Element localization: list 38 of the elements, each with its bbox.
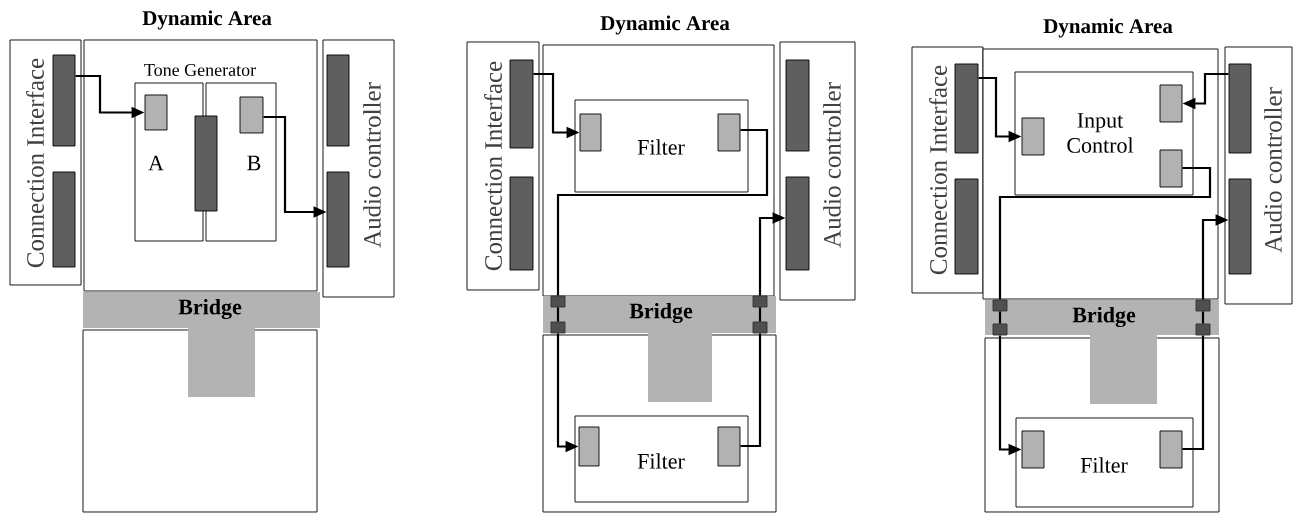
bridge-band: Bridge — [83, 292, 320, 328]
connector-bar — [52, 171, 76, 268]
port-box — [1021, 117, 1045, 156]
port-box — [717, 113, 741, 152]
connector-bar — [326, 54, 350, 147]
port-box — [578, 426, 600, 467]
port-box — [717, 426, 741, 467]
connector-bar — [194, 115, 218, 212]
connector-bar — [52, 54, 76, 147]
port-box — [1159, 149, 1183, 188]
connector-bar — [509, 176, 534, 271]
bridge-connector — [992, 299, 1008, 312]
connector-bar — [509, 59, 534, 149]
bridge-connector — [550, 321, 566, 334]
bridge-connector — [550, 295, 566, 308]
group-label: Tone Generator — [144, 63, 256, 77]
module-box — [82, 329, 318, 513]
port-box — [144, 94, 168, 131]
connector-bar — [785, 176, 810, 271]
bridge-connector — [752, 321, 768, 334]
connector-bar — [954, 178, 979, 275]
connector-bar — [954, 63, 979, 154]
connector-bar — [1228, 178, 1252, 275]
port-box — [1159, 430, 1183, 469]
node-label: Dynamic Area — [600, 15, 730, 35]
bridge-connector — [1195, 323, 1211, 336]
port-box — [1021, 430, 1045, 469]
port-box — [239, 96, 264, 134]
port-box — [1159, 84, 1183, 123]
connector-bar — [1228, 63, 1252, 154]
bridge-connector — [1195, 299, 1211, 312]
bridge-connector — [992, 323, 1008, 336]
bridge-connector — [752, 295, 768, 308]
port-box — [579, 113, 602, 152]
connector-bar — [785, 59, 810, 152]
node-label: Dynamic Area — [142, 10, 272, 30]
node-label: Dynamic Area — [1043, 18, 1173, 38]
connector-bar — [326, 171, 350, 268]
